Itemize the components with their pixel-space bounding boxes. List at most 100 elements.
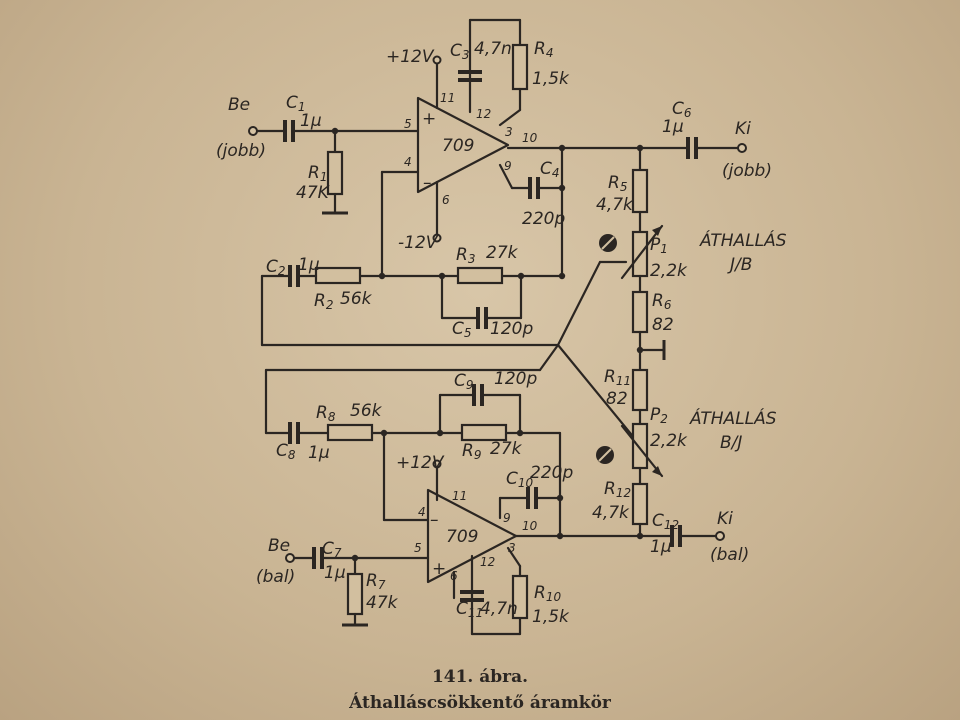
c9-ref: C9 bbox=[454, 371, 474, 392]
upper-pin-10: 10 bbox=[522, 131, 538, 145]
upper-plus-sign: + bbox=[422, 109, 436, 129]
lower-pin-3: 3 bbox=[508, 541, 516, 555]
r5-resistor bbox=[631, 168, 649, 214]
r2-value: 56k bbox=[340, 289, 373, 309]
r5-value: 4,7k bbox=[596, 195, 634, 215]
label-be-bal-side: (bal) bbox=[256, 567, 295, 587]
r2-resistor bbox=[314, 266, 362, 285]
c8-value: 1µ bbox=[308, 443, 330, 463]
r6-resistor bbox=[631, 290, 649, 334]
c12-value: 1µ bbox=[650, 537, 672, 557]
athallas-jb-line2: J/B bbox=[727, 255, 752, 275]
label-be-bal: Be bbox=[268, 536, 290, 556]
p1-ref: P1 bbox=[650, 235, 668, 256]
r10-value: 1,5k bbox=[532, 607, 570, 627]
lower-channel bbox=[264, 368, 725, 636]
label-ki-bal: Ki bbox=[717, 509, 733, 529]
label-be-jobb-side: (jobb) bbox=[216, 141, 266, 161]
p2-value: 2,2k bbox=[650, 431, 688, 451]
r8-value: 56k bbox=[350, 401, 383, 421]
lower-plus-sign: + bbox=[432, 559, 446, 579]
label-plus12v: +12V bbox=[386, 47, 435, 67]
r3-resistor bbox=[456, 266, 504, 285]
r1-value: 47K bbox=[296, 183, 331, 203]
label-be-jobb: Be bbox=[228, 95, 250, 115]
lower-pin-4: 4 bbox=[418, 505, 426, 519]
r7-resistor bbox=[346, 572, 364, 616]
r7-value: 47k bbox=[366, 593, 399, 613]
c4-ref: C4 bbox=[540, 159, 560, 180]
r8-resistor bbox=[326, 423, 374, 442]
c1-value: 1µ bbox=[300, 111, 322, 131]
label-ki-jobb: Ki bbox=[735, 119, 751, 139]
upper-minus-sign: – bbox=[423, 173, 432, 193]
lower-pin-5: 5 bbox=[414, 541, 422, 555]
r7-ref: R7 bbox=[366, 571, 386, 592]
c7-value: 1µ bbox=[324, 563, 346, 583]
lower-pin-12: 12 bbox=[480, 555, 495, 569]
labels: Be (jobb) Ki (jobb) Be (bal) Ki (bal) +1… bbox=[216, 39, 787, 713]
r11-resistor bbox=[631, 368, 649, 412]
c10-value: 220p bbox=[530, 463, 573, 483]
lower-pin-11: 11 bbox=[452, 489, 467, 503]
out-left-terminal bbox=[715, 531, 725, 541]
figure-title: Áthalláscsökkentő áramkör bbox=[348, 692, 612, 713]
r3-value: 27k bbox=[486, 243, 519, 263]
c5-ref: C5 bbox=[452, 319, 472, 340]
r6-ref: R6 bbox=[652, 291, 672, 312]
c4-value: 220p bbox=[522, 209, 565, 229]
label-ki-bal-side: (bal) bbox=[710, 545, 749, 565]
r5-ref: R5 bbox=[608, 173, 627, 194]
c12-ref: C12 bbox=[652, 511, 679, 532]
r4-ref: R4 bbox=[534, 39, 553, 60]
upper-pin-5: 5 bbox=[404, 117, 412, 131]
r12-value: 4,7k bbox=[592, 503, 630, 523]
r10-ref: R10 bbox=[534, 583, 561, 604]
upper-pin-6: 6 bbox=[442, 193, 450, 207]
r1-ref: R1 bbox=[308, 163, 327, 184]
athallas-bj-line1: ÁTHALLÁS bbox=[689, 407, 777, 429]
c1-ref: C1 bbox=[286, 93, 306, 114]
r9-ref: R9 bbox=[462, 441, 481, 462]
r4-resistor bbox=[511, 43, 529, 91]
out-right-terminal bbox=[737, 143, 747, 153]
upper-pin-12: 12 bbox=[476, 107, 491, 121]
p2-potentiometer bbox=[631, 422, 649, 470]
upper-pin-9: 9 bbox=[504, 159, 512, 173]
p2-ref: P2 bbox=[650, 405, 668, 426]
lower-pin-9: 9 bbox=[503, 511, 511, 525]
r9-resistor bbox=[460, 423, 508, 442]
r2-ref: R2 bbox=[314, 291, 333, 312]
figure-number: 141. ábra. bbox=[432, 667, 528, 687]
lower-pin-6: 6 bbox=[450, 569, 458, 583]
lower-minus-sign: – bbox=[430, 510, 439, 530]
label-ki-jobb-side: (jobb) bbox=[722, 161, 772, 181]
upper-channel bbox=[248, 18, 747, 447]
r6-value: 82 bbox=[652, 315, 674, 335]
c11-ref: C11 bbox=[456, 599, 483, 620]
c6-value: 1µ bbox=[662, 117, 684, 137]
r1-resistor bbox=[326, 150, 344, 196]
athallas-jb-line1: ÁTHALLÁS bbox=[699, 229, 787, 251]
p1-value: 2,2k bbox=[650, 261, 688, 281]
r12-resistor bbox=[631, 482, 649, 526]
r9-value: 27k bbox=[490, 439, 523, 459]
c6-ref: C6 bbox=[672, 99, 692, 120]
c8-ref: C8 bbox=[276, 441, 296, 462]
c10-ref: C10 bbox=[506, 469, 534, 490]
lower-opamp-label: 709 bbox=[446, 527, 478, 547]
upper-pin-11: 11 bbox=[440, 91, 455, 105]
c3-value: 4,7n bbox=[474, 39, 512, 59]
r12-ref: R12 bbox=[604, 479, 631, 500]
c2-ref: C2 bbox=[266, 257, 286, 278]
upper-pin-4: 4 bbox=[404, 155, 412, 169]
lower-pin-10: 10 bbox=[522, 519, 538, 533]
c2-value: 1µ bbox=[298, 255, 320, 275]
c9-value: 120p bbox=[494, 369, 537, 389]
athallas-bj-line2: B/J bbox=[720, 433, 742, 453]
r11-ref: R11 bbox=[604, 367, 631, 388]
upper-opamp-label: 709 bbox=[442, 136, 474, 156]
divider-chain bbox=[538, 146, 666, 540]
